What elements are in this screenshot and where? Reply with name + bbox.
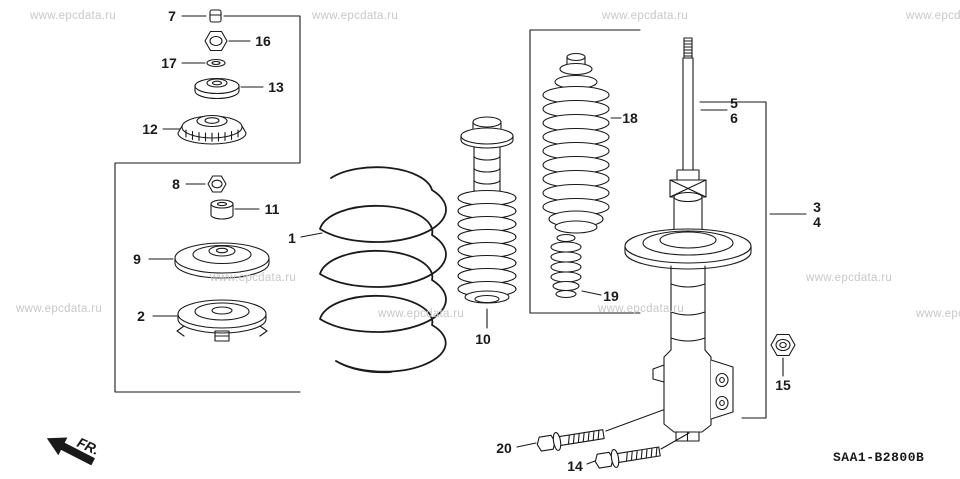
part-callout-8[interactable]: 8 [172, 176, 180, 192]
part-9-upper-spring-seat [174, 242, 270, 279]
part-callout-3[interactable]: 3 [813, 199, 821, 215]
part-callout-7[interactable]: 7 [168, 8, 176, 24]
part-callout-16[interactable]: 16 [255, 33, 271, 49]
part-5-6-piston-rod [669, 37, 707, 198]
diagram-code: SAA1-B2800B [833, 450, 924, 465]
part-16-nut [204, 30, 228, 52]
part-11-bushing [210, 199, 234, 220]
part-1-coil-spring [319, 166, 447, 374]
part-callout-13[interactable]: 13 [268, 79, 284, 95]
part-callout-17[interactable]: 17 [161, 55, 177, 71]
part-callout-12[interactable]: 12 [142, 121, 158, 137]
part-13-mount-washer [194, 77, 240, 100]
part-17-washer [206, 58, 226, 68]
leader-lines [114, 15, 807, 465]
part-callout-11[interactable]: 11 [264, 201, 280, 217]
part-callout-19[interactable]: 19 [603, 288, 619, 304]
part-callout-2[interactable]: 2 [137, 308, 145, 324]
part-callout-18[interactable]: 18 [622, 110, 638, 126]
part-callout-1[interactable]: 1 [288, 230, 296, 246]
part-19-bump-stopper [550, 233, 582, 299]
part-callout-6[interactable]: 6 [730, 110, 738, 126]
fr-direction-arrow: FR. [46, 434, 102, 466]
part-12-mount-bearing [177, 114, 247, 145]
part-14-flange-bolt [594, 446, 661, 469]
part-3-4-strut-body [624, 191, 752, 442]
part-15-flange-nut [770, 333, 796, 357]
part-2-rubber-spring-seat [176, 299, 268, 342]
part-callout-10[interactable]: 10 [475, 331, 491, 347]
part-8-nut [207, 175, 227, 193]
part-callout-20[interactable]: 20 [496, 440, 512, 456]
part-callout-15[interactable]: 15 [775, 377, 791, 393]
part-callout-4[interactable]: 4 [813, 214, 821, 230]
part-7-cap [209, 9, 222, 23]
part-10-bump-stop-bellows [457, 116, 517, 304]
part-callout-5[interactable]: 5 [730, 95, 738, 111]
part-callout-14[interactable]: 14 [567, 458, 583, 474]
part-18-dust-cover-boot [542, 52, 610, 234]
part-callout-9[interactable]: 9 [133, 251, 141, 267]
part-20-flange-bolt [536, 429, 605, 452]
